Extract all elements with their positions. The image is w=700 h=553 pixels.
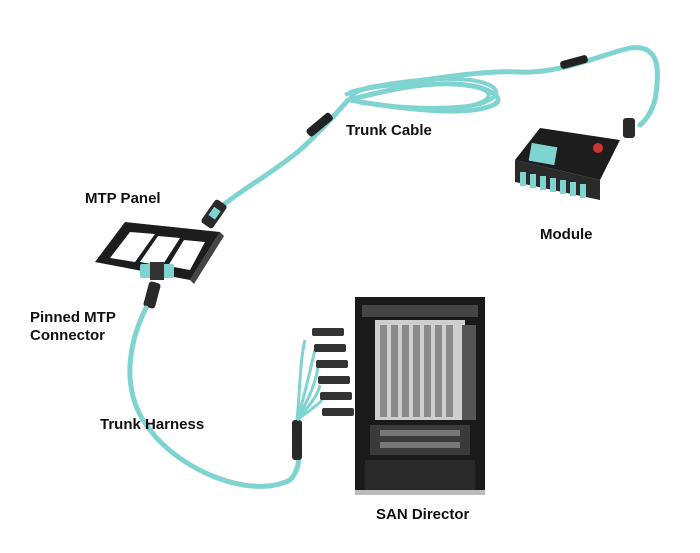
label-pinned-mtp-line2: Connector	[30, 327, 105, 344]
label-trunk-cable: Trunk Cable	[346, 122, 432, 139]
label-module: Module	[540, 226, 593, 243]
mtp-connector-top	[201, 199, 227, 229]
trunk-harness	[127, 281, 324, 489]
lc-connectors	[312, 328, 354, 416]
label-pinned-mtp-line1: Pinned MTP	[30, 309, 116, 326]
san-director	[355, 297, 485, 495]
trunk-cable	[209, 45, 660, 217]
label-mtp-panel: MTP Panel	[85, 190, 161, 207]
label-san-director: SAN Director	[376, 506, 470, 523]
mtp-panel	[95, 222, 224, 284]
label-trunk-harness: Trunk Harness	[100, 416, 205, 433]
module	[515, 118, 635, 200]
